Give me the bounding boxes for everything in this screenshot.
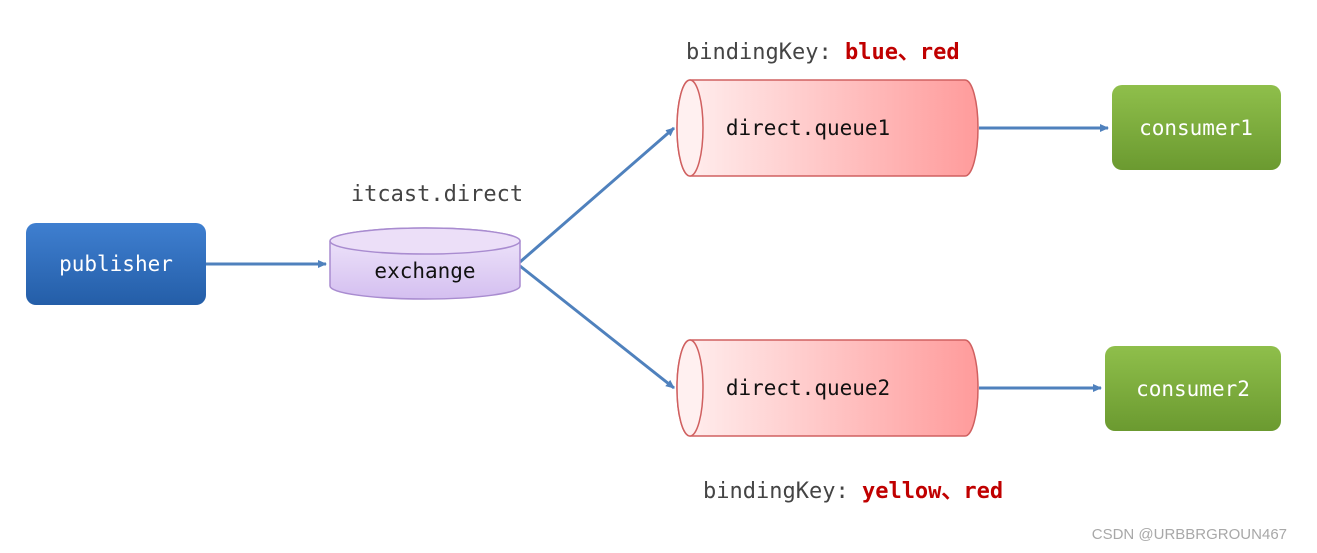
connection-arrows [206,124,1109,392]
arrow-exchange-to-queue2 [519,264,675,390]
publisher-box [26,223,206,305]
publisher-label: publisher [59,252,173,276]
exchange-cylinder-top [329,227,521,255]
exchange-node: itcast.direct exchange [329,182,523,300]
csdn-watermark: CSDN @URBBRGROUN467 [1091,526,1287,543]
queue1-label: direct.queue1 [726,116,890,140]
queue1-node: bindingKey: blue、red direct.queue1 [676,40,979,177]
consumer2-label: consumer2 [1136,377,1250,401]
arrow-exchange-to-queue1 [519,126,675,264]
queue2-label: direct.queue2 [726,376,890,400]
consumer1-label: consumer1 [1139,116,1253,140]
publisher-node: publisher [26,223,206,305]
queue2-node: direct.queue2 bindingKey: yellow、red [676,339,1003,504]
exchange-name-label: itcast.direct [351,182,523,207]
queue2-binding-key: bindingKey: yellow、red [703,479,1003,504]
consumer1-node: consumer1 [1112,85,1281,170]
queue1-binding-key: bindingKey: blue、red [686,40,960,65]
consumer2-node: consumer2 [1105,346,1281,431]
consumer1-box [1112,85,1281,170]
queue2-cylinder-cap [676,339,704,437]
consumer2-box [1105,346,1281,431]
queue1-cylinder-cap [676,79,704,177]
exchange-label: exchange [374,259,475,283]
